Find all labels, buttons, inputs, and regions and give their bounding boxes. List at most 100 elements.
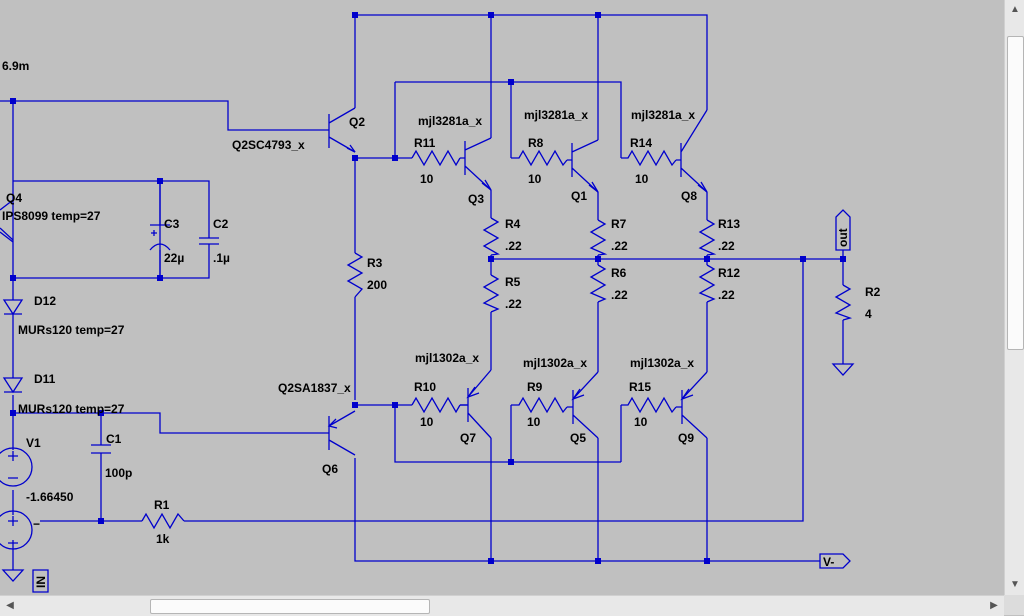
- diode-d12[interactable]: [2, 299, 24, 320]
- resistor-r1[interactable]: [141, 512, 185, 530]
- scroll-left-arrow-icon[interactable]: ◀: [6, 600, 14, 611]
- v1-name: V1: [26, 436, 41, 450]
- capacitor-c2[interactable]: [199, 228, 219, 250]
- resistor-r8[interactable]: [511, 149, 568, 167]
- resistor-r10[interactable]: [411, 396, 461, 414]
- capacitor-c3[interactable]: [149, 224, 171, 251]
- r15-value: 10: [634, 415, 648, 429]
- voltage-source-v1[interactable]: [0, 447, 33, 487]
- schematic-drawing: out V- IN 6.9m Q2 Q2SC4793_x Q4 IPS8099 …: [0, 12, 881, 593]
- net-flag-vneg-label: V-: [823, 555, 834, 569]
- labels: 6.9m Q2 Q2SC4793_x Q4 IPS8099 temp=27 C3…: [2, 59, 881, 546]
- horizontal-scrollbar[interactable]: ◀ ▶: [0, 595, 1004, 616]
- d11-name: D11: [34, 372, 56, 386]
- q7-model: mjl1302a_x: [415, 351, 479, 365]
- net-flag-vneg[interactable]: V-: [819, 553, 851, 569]
- q5-model: mjl1302a_x: [523, 356, 587, 370]
- input-minus-sign: −: [33, 517, 40, 531]
- c1-value: 100p: [105, 466, 132, 480]
- resistor-r13[interactable]: [698, 219, 717, 256]
- v1-value: -1.66450: [26, 490, 74, 504]
- vertical-scroll-thumb[interactable]: [1007, 36, 1024, 350]
- scroll-right-arrow-icon[interactable]: ▶: [990, 600, 998, 611]
- c1-name: C1: [106, 432, 122, 446]
- r9-value: 10: [527, 415, 541, 429]
- r6-value: .22: [611, 288, 628, 302]
- q2-name: Q2: [349, 115, 365, 129]
- partial-readout: 6.9m: [2, 59, 29, 73]
- q4-model: IPS8099 temp=27: [2, 209, 101, 223]
- resistor-r5[interactable]: [482, 274, 500, 313]
- scrollbar-corner: [1004, 595, 1024, 615]
- net-flag-in[interactable]: IN: [32, 569, 49, 593]
- capacitor-c1[interactable]: [91, 444, 111, 460]
- horizontal-scroll-thumb[interactable]: [150, 599, 430, 614]
- q8-name: Q8: [681, 189, 697, 203]
- resistor-r2[interactable]: [834, 284, 853, 321]
- r14-name: R14: [630, 136, 652, 150]
- transistor-q1[interactable]: [567, 139, 599, 193]
- resistor-r3[interactable]: [346, 252, 364, 298]
- r12-value: .22: [718, 288, 735, 302]
- r8-value: 10: [528, 172, 542, 186]
- transistor-q2[interactable]: [320, 107, 356, 153]
- r3-value: 200: [367, 278, 387, 292]
- schematic-canvas[interactable]: out V- IN 6.9m Q2 Q2SC4793_x Q4 IPS8099 …: [0, 0, 1004, 595]
- r2-name: R2: [865, 285, 881, 299]
- resistor-r7[interactable]: [589, 219, 608, 256]
- transistor-q7[interactable]: [460, 369, 492, 439]
- r10-value: 10: [420, 415, 434, 429]
- r4-value: .22: [505, 239, 522, 253]
- net-flag-out[interactable]: out: [835, 209, 851, 251]
- resistor-r11[interactable]: [411, 149, 461, 167]
- scroll-up-arrow-icon[interactable]: ▲: [1010, 4, 1020, 15]
- q7-name: Q7: [460, 431, 476, 445]
- c2-name: C2: [213, 217, 229, 231]
- net-flag-in-label: IN: [34, 576, 48, 588]
- transistor-q5[interactable]: [567, 371, 599, 439]
- c3-value: 22µ: [164, 251, 184, 265]
- r9-name: R9: [527, 380, 543, 394]
- r2-value: 4: [865, 307, 872, 321]
- vertical-scrollbar[interactable]: ▲ ▼: [1004, 0, 1024, 595]
- d11-model: MURs120 temp=27: [18, 402, 125, 416]
- r4-name: R4: [505, 217, 521, 231]
- input-source[interactable]: [0, 510, 33, 550]
- resistor-r15[interactable]: [621, 396, 677, 414]
- q6-model: Q2SA1837_x: [278, 381, 351, 395]
- resistor-r12[interactable]: [698, 264, 716, 303]
- junctions: [10, 12, 846, 564]
- transistor-q3[interactable]: [460, 137, 492, 191]
- ground-left: [1, 569, 25, 582]
- resistor-r14[interactable]: [621, 149, 677, 167]
- q1-model: mjl3281a_x: [524, 108, 588, 122]
- transistor-q6[interactable]: [320, 410, 356, 456]
- r7-value: .22: [611, 239, 628, 253]
- q2-model: Q2SC4793_x: [232, 138, 305, 152]
- q3-model: mjl3281a_x: [418, 114, 482, 128]
- transistor-q4[interactable]: [0, 199, 14, 243]
- r12-name: R12: [718, 266, 740, 280]
- r11-name: R11: [414, 136, 436, 150]
- r1-name: R1: [154, 498, 170, 512]
- resistor-r9[interactable]: [511, 396, 568, 414]
- q5-name: Q5: [570, 431, 586, 445]
- resistor-r6[interactable]: [589, 264, 607, 303]
- transistor-q8[interactable]: [676, 109, 708, 193]
- scroll-down-arrow-icon[interactable]: ▼: [1010, 579, 1020, 590]
- r5-name: R5: [505, 275, 521, 289]
- wires: [0, 14, 844, 570]
- q9-model: mjl1302a_x: [630, 356, 694, 370]
- r6-name: R6: [611, 266, 627, 280]
- r5-value: .22: [505, 297, 522, 311]
- q8-model: mjl3281a_x: [631, 108, 695, 122]
- c2-value: .1µ: [213, 251, 230, 265]
- diode-d11[interactable]: [2, 377, 24, 394]
- r15-name: R15: [629, 380, 651, 394]
- r3-name: R3: [367, 256, 383, 270]
- transistor-q9[interactable]: [676, 371, 708, 439]
- r13-name: R13: [718, 217, 740, 231]
- r8-name: R8: [528, 136, 544, 150]
- resistor-r4[interactable]: [482, 217, 500, 256]
- q1-name: Q1: [571, 189, 587, 203]
